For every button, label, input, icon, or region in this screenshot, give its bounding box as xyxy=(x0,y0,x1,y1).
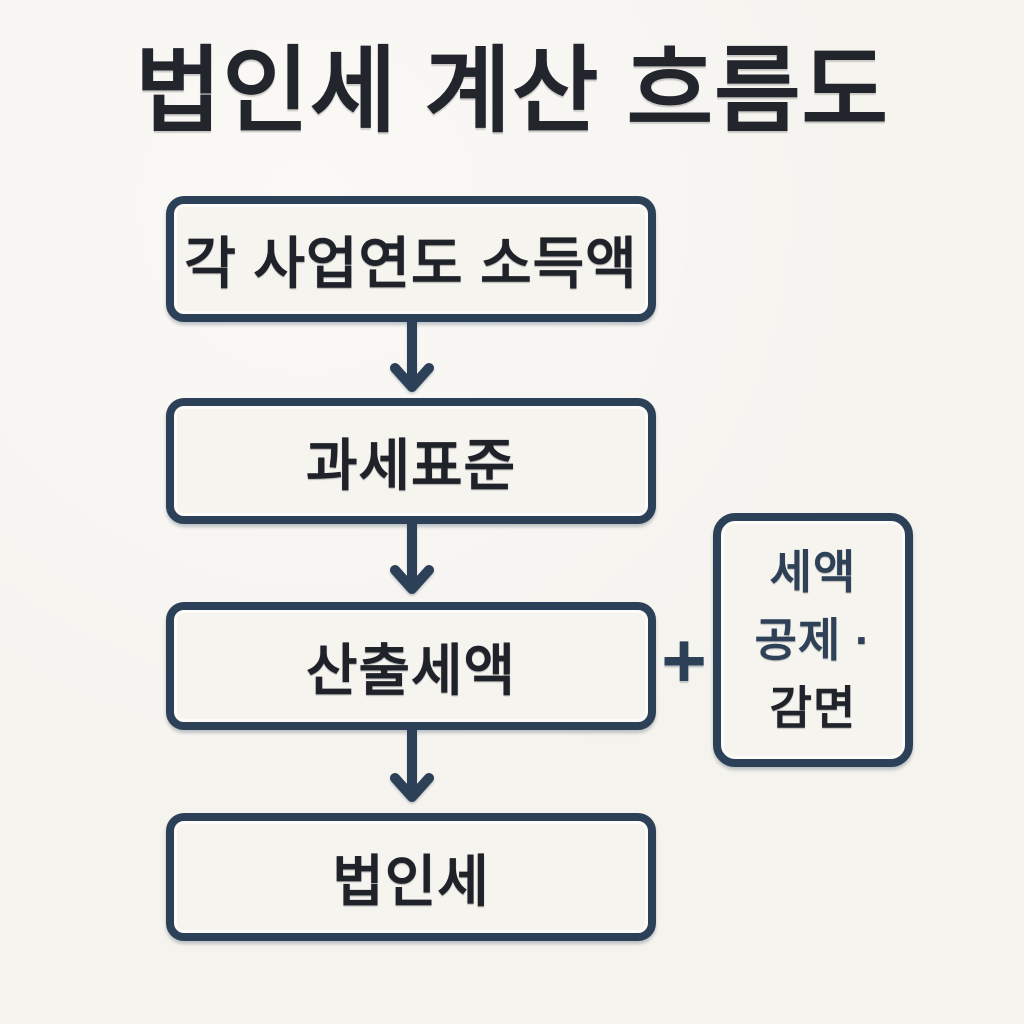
arrow-down-icon xyxy=(390,730,434,802)
flow-box-corporate-tax-label: 법인세 xyxy=(332,849,490,913)
flow-box-income-label: 각 사업연도 소득액 xyxy=(184,231,638,295)
page-title: 법인세 계산 흐름도 xyxy=(134,38,890,143)
flow-box-tax-base: 과세표준 xyxy=(166,398,656,524)
side-box-tax-credit-reduction: 세액 공제 · 감면 xyxy=(713,513,913,767)
flow-box-tax-base-label: 과세표준 xyxy=(305,433,517,497)
flow-box-income: 각 사업연도 소득액 xyxy=(166,196,656,322)
side-box-line-1: 세액 xyxy=(769,546,857,598)
arrow-down-icon xyxy=(390,522,434,594)
flow-box-calculated-tax: 산출세액 xyxy=(166,602,656,730)
flow-box-corporate-tax: 법인세 xyxy=(166,813,656,941)
side-box-line-2: 공제 · xyxy=(754,614,872,666)
plus-operator: + xyxy=(661,616,707,704)
side-box-line-3: 감면 xyxy=(769,682,857,734)
arrow-down-icon xyxy=(390,320,434,392)
flow-box-calculated-tax-label: 산출세액 xyxy=(305,638,517,702)
